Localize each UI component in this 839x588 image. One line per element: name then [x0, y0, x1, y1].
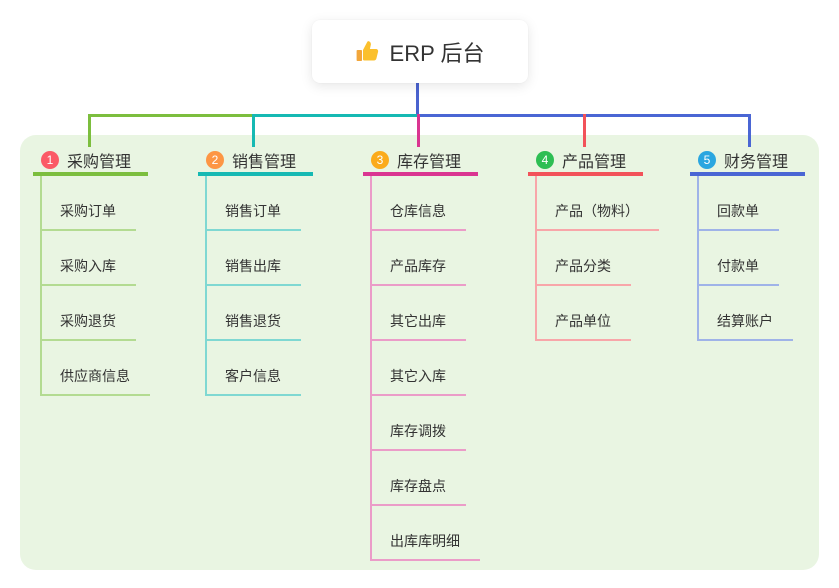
branch-number-badge: 3: [371, 151, 389, 169]
connector-horizontal-branch-2: [252, 114, 417, 117]
connector-root-drop: [416, 83, 419, 117]
child-node[interactable]: 出库库明细: [372, 506, 480, 561]
branch-number-badge: 4: [536, 151, 554, 169]
child-node[interactable]: 销售出库: [207, 231, 301, 286]
child-node[interactable]: 产品库存: [372, 231, 466, 286]
branch-node[interactable]: 4 产品管理: [528, 148, 643, 176]
child-node[interactable]: 销售退货: [207, 286, 301, 341]
child-node[interactable]: 供应商信息: [42, 341, 150, 396]
child-node[interactable]: 产品（物料）: [537, 176, 659, 231]
branch-purchase: 1 采购管理 采购订单采购入库采购退货供应商信息: [33, 148, 150, 396]
child-node[interactable]: 仓库信息: [372, 176, 466, 231]
branches-panel: [20, 135, 819, 570]
connector-horizontal-branch-1: [88, 114, 252, 117]
connector-drop-branch-2: [252, 114, 255, 147]
branch-finance: 5 财务管理 回款单付款单结算账户: [690, 148, 805, 341]
child-node[interactable]: 产品分类: [537, 231, 631, 286]
branch-sales: 2 销售管理 销售订单销售出库销售退货客户信息: [198, 148, 313, 396]
child-node[interactable]: 采购退货: [42, 286, 136, 341]
branch-label: 销售管理: [232, 154, 297, 171]
branch-node[interactable]: 2 销售管理: [198, 148, 313, 176]
child-node[interactable]: 结算账户: [699, 286, 793, 341]
branch-label: 采购管理: [67, 154, 132, 171]
child-node[interactable]: 其它出库: [372, 286, 466, 341]
child-node[interactable]: 销售订单: [207, 176, 301, 231]
child-node[interactable]: 采购订单: [42, 176, 136, 231]
thumbs-up-icon: [356, 40, 380, 64]
branch-label: 库存管理: [397, 154, 462, 171]
child-node[interactable]: 其它入库: [372, 341, 466, 396]
branch-number-badge: 2: [206, 151, 224, 169]
branch-node[interactable]: 5 财务管理: [690, 148, 805, 176]
child-node[interactable]: 产品单位: [537, 286, 631, 341]
connector-drop-branch-3: [417, 114, 420, 147]
connector-drop-branch-5: [748, 114, 751, 147]
root-node[interactable]: ERP 后台: [312, 20, 528, 83]
child-node[interactable]: 库存调拨: [372, 396, 466, 451]
branch-children: 回款单付款单结算账户: [697, 176, 793, 341]
branch-node[interactable]: 3 库存管理: [363, 148, 478, 176]
branch-children: 产品（物料）产品分类产品单位: [535, 176, 659, 341]
branch-product: 4 产品管理 产品（物料）产品分类产品单位: [528, 148, 659, 341]
child-node[interactable]: 采购入库: [42, 231, 136, 286]
child-node[interactable]: 付款单: [699, 231, 779, 286]
branch-children: 采购订单采购入库采购退货供应商信息: [40, 176, 150, 396]
root-title: ERP 后台: [389, 40, 485, 66]
branch-node[interactable]: 1 采购管理: [33, 148, 148, 176]
connector-drop-branch-1: [88, 114, 91, 147]
branch-inventory: 3 库存管理 仓库信息产品库存其它出库其它入库库存调拨库存盘点出库库明细: [363, 148, 480, 561]
branch-number-badge: 5: [698, 151, 716, 169]
child-node[interactable]: 客户信息: [207, 341, 301, 396]
branch-children: 销售订单销售出库销售退货客户信息: [205, 176, 301, 396]
child-node[interactable]: 库存盘点: [372, 451, 466, 506]
child-node[interactable]: 回款单: [699, 176, 779, 231]
branch-label: 财务管理: [724, 154, 789, 171]
branch-children: 仓库信息产品库存其它出库其它入库库存调拨库存盘点出库库明细: [370, 176, 480, 561]
branch-label: 产品管理: [562, 154, 627, 171]
branch-number-badge: 1: [41, 151, 59, 169]
connector-drop-branch-4: [583, 114, 586, 147]
